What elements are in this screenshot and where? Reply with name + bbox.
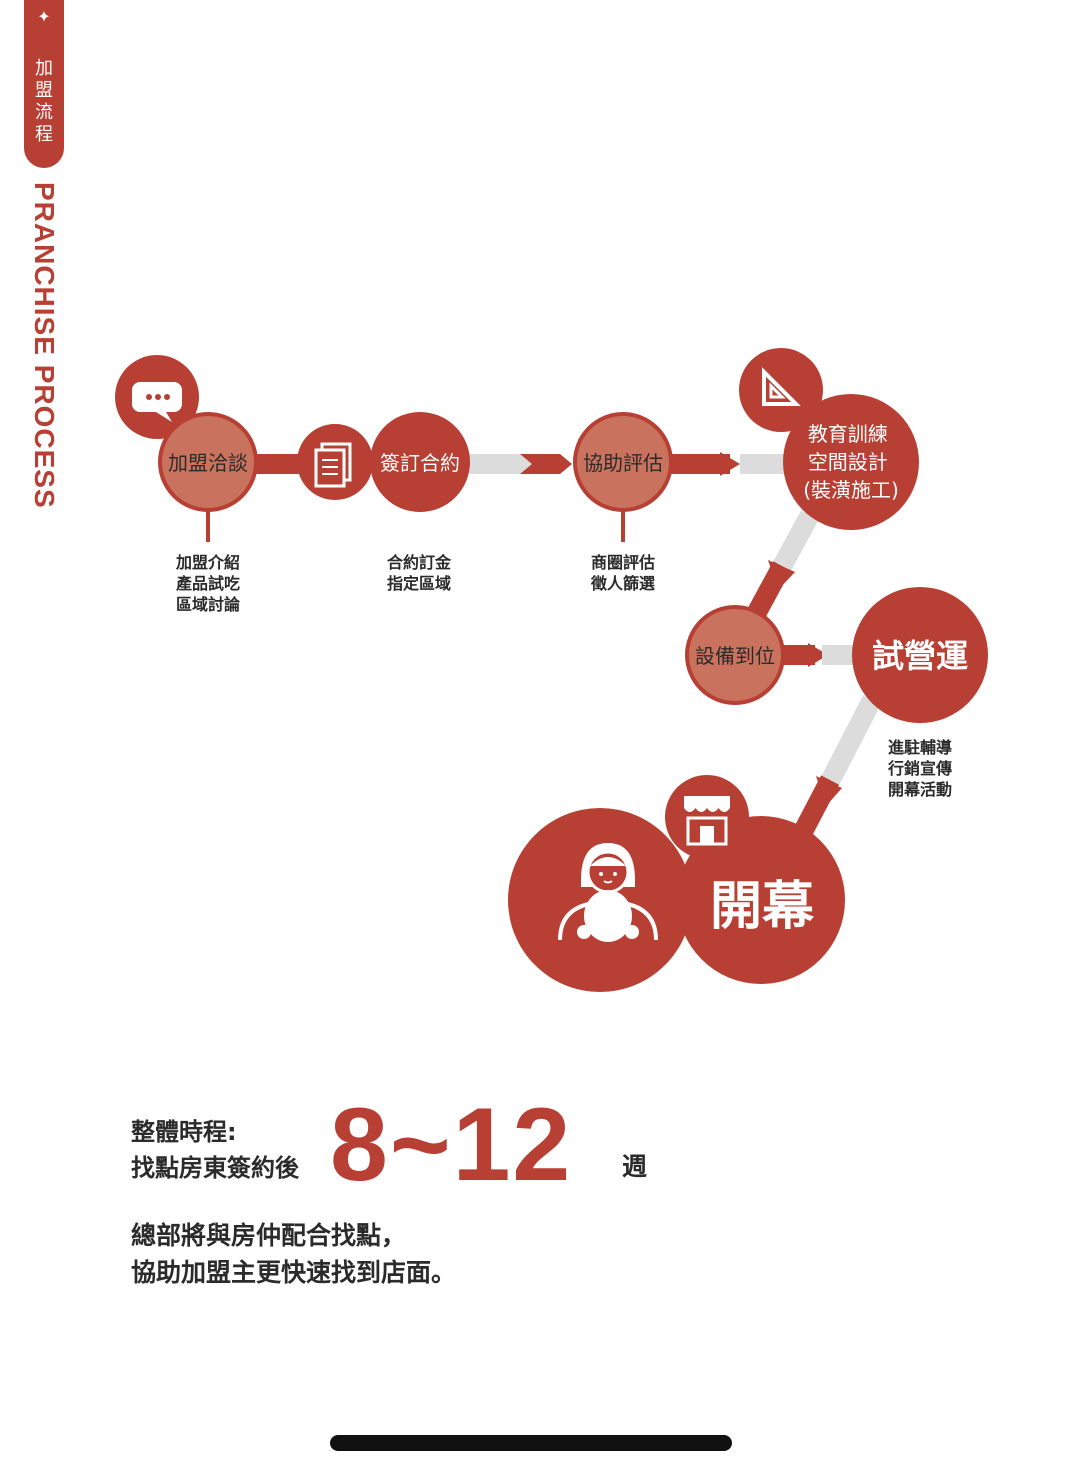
- step-4-circle: [783, 394, 919, 530]
- section-tab-label: 加 盟 流 程: [24, 58, 64, 146]
- connector-4-5-grey: [771, 510, 819, 575]
- tab-label-char: 流: [35, 102, 53, 123]
- detail-line: 開幕活動: [887, 780, 952, 799]
- arrow-6-7: [816, 776, 842, 806]
- step-3-label: 協助評估: [583, 451, 663, 475]
- detail-line: 徵人篩選: [590, 574, 655, 593]
- sparkle-icon: ✦: [37, 7, 51, 26]
- connector-2-3-grey: [462, 454, 532, 474]
- note-line: 總部將與房仲配合找點，: [131, 1221, 407, 1250]
- step-3-circle: [573, 412, 673, 512]
- connector-3-4: [660, 454, 730, 474]
- chat-icon: [132, 382, 182, 422]
- step-5-label: 設備到位: [695, 644, 775, 668]
- ruler-triangle-icon: [762, 367, 801, 406]
- arrow-5-6: [808, 643, 828, 667]
- detail-line: 商圈評估: [590, 553, 655, 572]
- timeline-label: 整體時程:: [131, 1118, 237, 1146]
- step-2-circle: [370, 412, 470, 512]
- arrow-3-4: [720, 452, 740, 476]
- step-2-details: 合約訂金 指定區域: [349, 552, 489, 594]
- arrow-4-5: [768, 560, 795, 590]
- step-4-label: 教育訓練 空間設計 (裝潢施工): [803, 422, 899, 502]
- step-4-line: (裝潢施工): [803, 478, 899, 502]
- document-icon: [314, 442, 352, 488]
- detail-line: 加盟介紹: [175, 553, 240, 572]
- detail-line: 合約訂金: [386, 553, 451, 572]
- step-1-label: 加盟洽談: [168, 451, 248, 475]
- step-1-circle: [158, 412, 258, 512]
- detail-line: 指定區域: [386, 574, 451, 593]
- step-4-line: 教育訓練: [808, 422, 888, 446]
- timeline-unit: 週: [622, 1152, 648, 1181]
- note-line: 協助加盟主更快速找到店面。: [131, 1258, 457, 1287]
- home-indicator[interactable]: [330, 1435, 732, 1451]
- step-6-details: 進駐輔導 行銷宣傳 開幕活動: [850, 737, 990, 800]
- step-7-label: 開幕: [710, 877, 815, 937]
- girl-icon: [558, 842, 658, 942]
- tab-label-char: 程: [35, 124, 53, 145]
- step-2-label: 簽訂合約: [380, 451, 460, 475]
- step-1-details: 加盟介紹 產品試吃 區域討論: [138, 552, 278, 615]
- step-6-circle: [852, 587, 988, 723]
- step-4-line: 空間設計: [808, 450, 888, 474]
- connector-5-6-grey: [822, 645, 862, 665]
- timeline-condition: 找點房東簽約後: [131, 1154, 299, 1182]
- section-tab: ✦ 加 盟 流 程: [24, 0, 64, 168]
- arrow-2-3: [520, 454, 572, 474]
- side-title: PRANCHISE PROCESS: [29, 182, 60, 509]
- step-5-circle: [685, 605, 785, 705]
- storefront-icon: [684, 796, 730, 846]
- detail-line: 進駐輔導: [887, 738, 952, 757]
- step-3-details: 商圈評估 徵人篩選: [553, 552, 693, 594]
- tab-label-char: 加: [35, 58, 53, 79]
- step-7-circle-right: [677, 816, 845, 984]
- process-diagram: 加盟洽談 簽訂合約 協助評估 教育訓練 空間設計 (裝潢施工) 設備到位 試營運: [115, 348, 988, 992]
- timeline-range: 8~12: [330, 1087, 573, 1203]
- detail-line: 區域討論: [175, 595, 240, 614]
- step-6-label: 試營運: [872, 637, 968, 675]
- detail-line: 產品試吃: [175, 574, 240, 593]
- detail-line: 行銷宣傳: [887, 759, 952, 778]
- connector-6-7-grey: [819, 695, 881, 790]
- tab-label-char: 盟: [35, 80, 53, 101]
